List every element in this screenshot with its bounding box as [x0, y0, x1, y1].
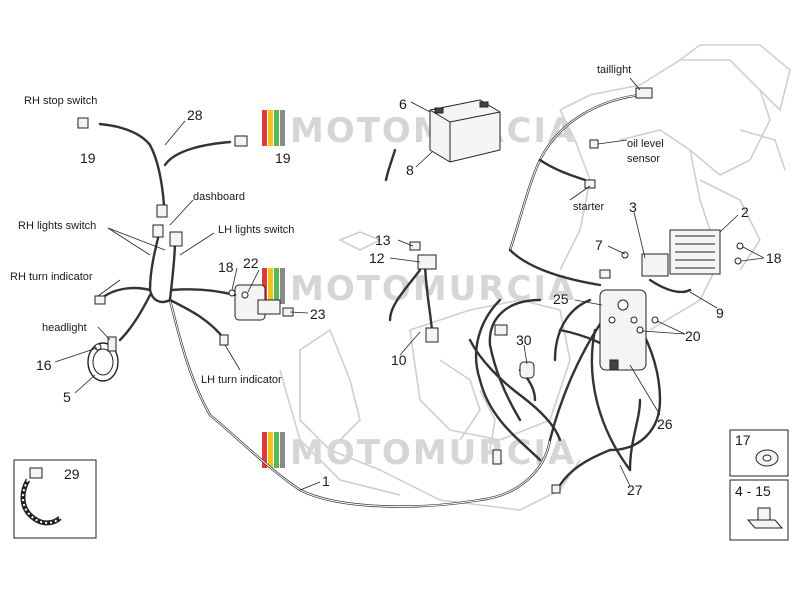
callout-28: 28	[187, 107, 203, 123]
callout-16: 16	[36, 357, 52, 373]
svg-text:MOTOMURCIA: MOTOMURCIA	[290, 269, 576, 309]
callout-20: 20	[685, 328, 701, 344]
callout-1: 1	[322, 473, 330, 489]
fuse-holder	[388, 241, 439, 343]
leader-lines	[54, 77, 765, 491]
control-unit	[599, 289, 647, 371]
callout-4-15: 4 - 15	[735, 483, 771, 499]
front-harness-branch	[94, 224, 237, 346]
harness-connector-a	[494, 324, 508, 336]
label-dashboard: dashboard	[193, 191, 245, 203]
watermark-bottom: MOTOMURCIA	[262, 432, 576, 473]
taillight-connector	[635, 87, 653, 99]
callout-9: 9	[716, 305, 724, 321]
label-rh-lights-switch: RH lights switch	[18, 220, 96, 232]
label-lh-lights-switch: LH lights switch	[218, 224, 294, 236]
callout-22: 22	[243, 255, 259, 271]
callout-3: 3	[629, 199, 637, 215]
callout-10: 10	[391, 352, 407, 368]
watermark-top: MOTOMURCIA	[262, 110, 574, 151]
dashboard-harness	[77, 117, 248, 218]
grommet-box	[729, 429, 789, 477]
label-rh-turn-indicator: RH turn indicator	[10, 271, 93, 283]
battery	[429, 99, 501, 163]
callout-26: 26	[657, 416, 673, 432]
callout-18-right: 18	[766, 250, 782, 266]
svg-text:MOTOMURCIA: MOTOMURCIA	[290, 433, 576, 473]
callout-12: 12	[369, 250, 385, 266]
callout-17: 17	[735, 432, 751, 448]
oil-sensor-connector	[589, 139, 599, 149]
callout-18-left: 18	[218, 259, 234, 275]
starter-connector	[584, 179, 596, 189]
label-rh-stop-switch: RH stop switch	[24, 95, 97, 107]
callout-19-right: 19	[275, 150, 291, 166]
callout-29: 29	[64, 466, 80, 482]
label-taillight: taillight	[597, 64, 631, 76]
label-oil-level-1: oil level	[627, 138, 664, 150]
callout-23: 23	[310, 306, 326, 322]
horn	[87, 336, 119, 382]
callout-27: 27	[627, 482, 643, 498]
clip-box	[729, 479, 789, 541]
label-lh-turn-indicator: LH turn indicator	[201, 374, 282, 386]
spark-plug-cap	[518, 361, 537, 402]
harness-branch-connector	[492, 449, 502, 465]
harness-end-connector	[551, 484, 561, 494]
chassis-frame	[279, 44, 791, 511]
callout-2: 2	[741, 204, 749, 220]
callout-6: 6	[399, 96, 407, 112]
bolts	[94, 242, 744, 351]
cable-tie-box	[13, 459, 97, 539]
callout-7: 7	[595, 237, 603, 253]
callout-13: 13	[375, 232, 391, 248]
battery-strap	[384, 148, 397, 182]
label-headlight: headlight	[42, 322, 87, 334]
watermark-middle: MOTOMURCIA	[262, 268, 576, 309]
voltage-regulator	[669, 229, 721, 275]
callout-30: 30	[516, 332, 532, 348]
label-oil-level-2: sensor	[627, 153, 660, 165]
callout-25: 25	[553, 291, 569, 307]
label-starter: starter	[573, 201, 605, 213]
callout-8: 8	[406, 162, 414, 178]
callout-5: 5	[63, 389, 71, 405]
relay	[641, 253, 669, 277]
callout-19-left: 19	[80, 150, 96, 166]
